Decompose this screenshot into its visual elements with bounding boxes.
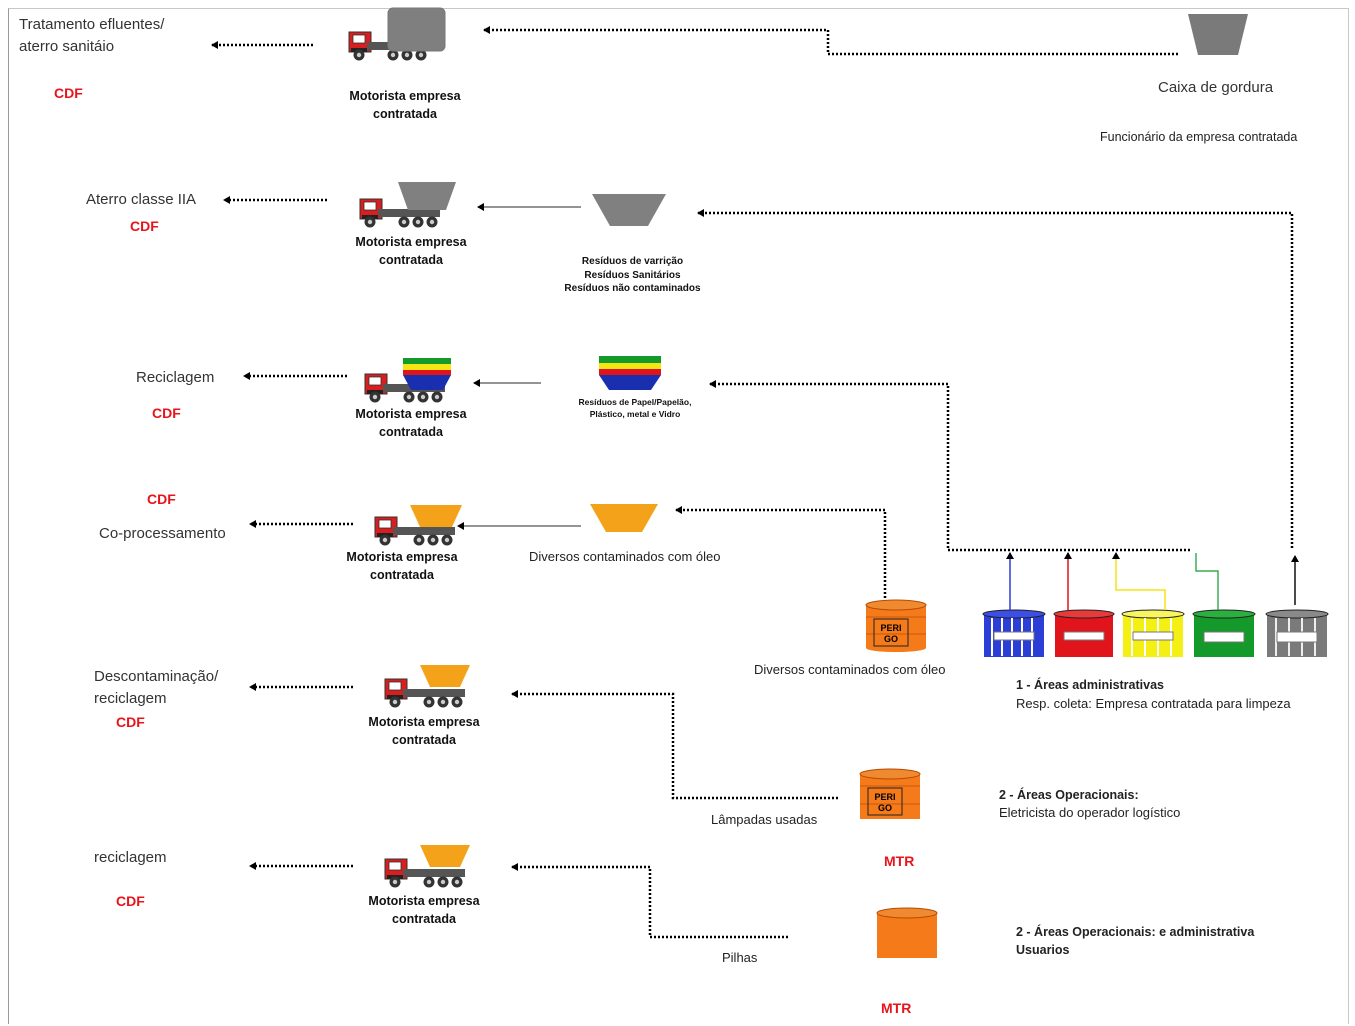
driver-label: Motorista empresa contratada: [368, 894, 480, 926]
driver-label: Motorista empresa contratada: [355, 407, 467, 439]
cdf-label: CDF: [147, 491, 176, 507]
mtr-label: MTR: [884, 853, 915, 869]
page-frame: [8, 8, 1349, 1024]
source-recyclables: Resíduos de Papel/Papelão, Plástico, met…: [578, 397, 692, 419]
destination-coprocessing: Co-processamento: [99, 525, 226, 542]
origin-lamps: Lâmpadas usadas: [711, 812, 818, 827]
dump-container-recycle-icon: [403, 358, 451, 390]
cdf-label: CDF: [116, 714, 145, 730]
area-operational-resp: Eletricista do operador logístico: [999, 805, 1181, 820]
arrow-from-common-bin: [697, 209, 1294, 548]
svg-text:GO: GO: [878, 803, 892, 813]
mtr-label: MTR: [881, 1000, 912, 1016]
paper-bin-icon: [982, 609, 1046, 657]
svg-text:PERI: PERI: [874, 792, 895, 802]
area-mixed-resp: Usuarios: [1016, 943, 1070, 957]
area-mixed-title: 2 - Áreas Operacionais: e administrativa: [1016, 925, 1255, 939]
container-orange-icon: [590, 504, 658, 532]
destination-decontamination: Descontaminação/ reciclagem: [94, 668, 219, 707]
metal-bin-arrow: [1112, 552, 1166, 610]
arrow-from-color-bins: [709, 380, 1190, 552]
destination-landfill-iia: Aterro classe IIA: [86, 191, 197, 208]
grease-box-icon: [1188, 14, 1248, 55]
arrow-from-batteries: [511, 863, 788, 939]
hazard-drum-icon: PERI GO: [865, 599, 927, 652]
driver-label: Motorista empresa contratada: [355, 235, 467, 267]
area-admin-resp: Resp. coleta: Empresa contratada para li…: [1016, 696, 1291, 711]
area-operational-title: 2 - Áreas Operacionais:: [999, 788, 1139, 802]
cdf-label: CDF: [116, 893, 145, 909]
destination-recycling: Reciclagem: [136, 369, 215, 386]
hazard-drum-icon: PERI GO: [859, 768, 921, 819]
plastic-bin-icon: [1053, 609, 1115, 657]
arrow-from-grease-box: [483, 26, 1178, 56]
arrow-from-drum-oil: [675, 506, 887, 598]
source-sweeping-waste: Resíduos de varrição Resíduos Sanitários…: [564, 256, 701, 294]
metal-bin-icon: [1121, 609, 1185, 657]
battery-drum-icon: [876, 907, 938, 958]
container-recycle-icon: [599, 356, 661, 390]
driver-label: Motorista empresa contratada: [368, 715, 480, 747]
cdf-label: CDF: [152, 405, 181, 421]
source-responsible: Funcionário da empresa contratada: [1100, 130, 1298, 144]
arrow-from-lamps: [511, 690, 838, 800]
origin-oil-contaminated: Diversos contaminados com óleo: [754, 662, 946, 677]
dump-container-grey-icon: [398, 182, 456, 210]
dump-container-orange-icon: [420, 845, 470, 867]
driver-label: Motorista empresa contratada: [349, 89, 461, 121]
svg-text:GO: GO: [884, 634, 898, 644]
dump-container-orange-icon: [420, 665, 470, 687]
cdf-label: CDF: [54, 85, 83, 101]
glass-bin-icon: [1192, 609, 1256, 657]
cdf-label: CDF: [130, 218, 159, 234]
destination-recycling-batteries: reciclagem: [94, 849, 167, 866]
source-grease-box: Caixa de gordura: [1158, 79, 1274, 96]
dump-container-orange-icon: [410, 505, 462, 527]
common-waste-bin-icon: [1265, 609, 1329, 657]
source-oil-contaminated: Diversos contaminados com óleo: [529, 549, 721, 564]
destination-effluent-treatment: Tratamento efluentes/ aterro sanitáio: [19, 16, 165, 55]
area-admin-title: 1 - Áreas administrativas: [1016, 678, 1164, 692]
container-grey-icon: [592, 194, 666, 226]
driver-label: Motorista empresa contratada: [346, 550, 458, 582]
svg-text:PERI: PERI: [880, 623, 901, 633]
glass-bin-arrow: [1195, 553, 1219, 610]
tank-icon: [387, 7, 446, 52]
origin-batteries: Pilhas: [722, 950, 758, 965]
